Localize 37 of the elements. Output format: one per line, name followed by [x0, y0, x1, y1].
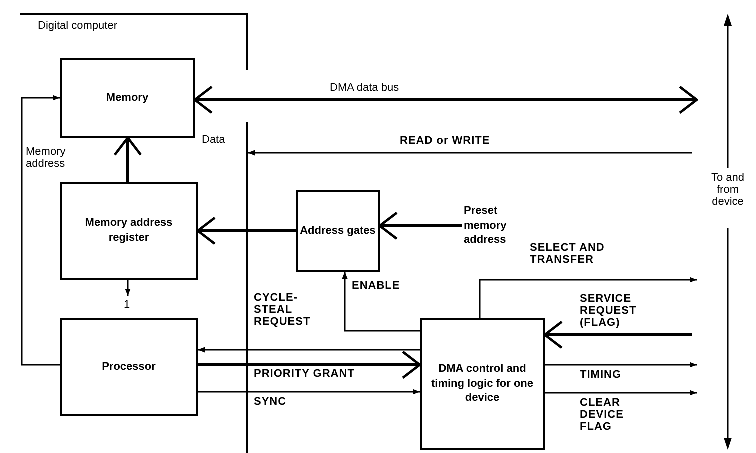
- signal-label: To and from device: [710, 172, 746, 208]
- bus-arrow: [196, 216, 296, 246]
- edge-label: 1: [124, 299, 130, 311]
- block-box: Memory address register: [60, 182, 198, 280]
- edge-label: SYNC: [254, 396, 287, 408]
- bus-arrow: [198, 350, 422, 380]
- edge-label: READ or WRITE: [400, 135, 490, 147]
- signal-arrow: [125, 280, 131, 296]
- bus-arrow: [194, 86, 698, 114]
- signal-arrow: [545, 362, 697, 368]
- signal-arrow: [545, 390, 697, 396]
- system-boundary: [20, 13, 248, 453]
- edge-label: SERVICE REQUEST (FLAG): [580, 293, 638, 329]
- signal-arrow: [198, 389, 420, 395]
- block-box: Address gates: [296, 190, 380, 272]
- bus-arrow: [544, 320, 692, 350]
- block-box: DMA control and timing logic for one device: [420, 318, 545, 450]
- edge-label: TIMING: [580, 369, 622, 381]
- signal-label: Data: [202, 134, 226, 146]
- edge-label: DMA data bus: [330, 82, 400, 94]
- edge-label: PRIORITY GRANT: [254, 368, 355, 380]
- bus-arrow: [114, 136, 142, 182]
- signal-arrow: [248, 150, 692, 156]
- block-box: Memory: [60, 58, 195, 138]
- edge-label: Memory address: [26, 146, 67, 170]
- edge-label: SELECT AND TRANSFER: [530, 242, 606, 266]
- edge-label: ENABLE: [352, 280, 400, 292]
- signal-arrow: [21, 95, 60, 366]
- edge-label: CLEAR DEVICE FLAG: [580, 397, 625, 433]
- signal-arrow: [198, 347, 420, 353]
- signal-arrow: [342, 272, 420, 332]
- signal-arrow: [479, 277, 697, 318]
- input-label: Preset memory address: [462, 200, 524, 252]
- bus-arrow: [378, 212, 462, 240]
- boundary-title: Digital computer: [38, 19, 118, 34]
- block-box: Processor: [60, 318, 198, 416]
- edge-label: CYCLE-STEAL REQUEST: [254, 292, 312, 328]
